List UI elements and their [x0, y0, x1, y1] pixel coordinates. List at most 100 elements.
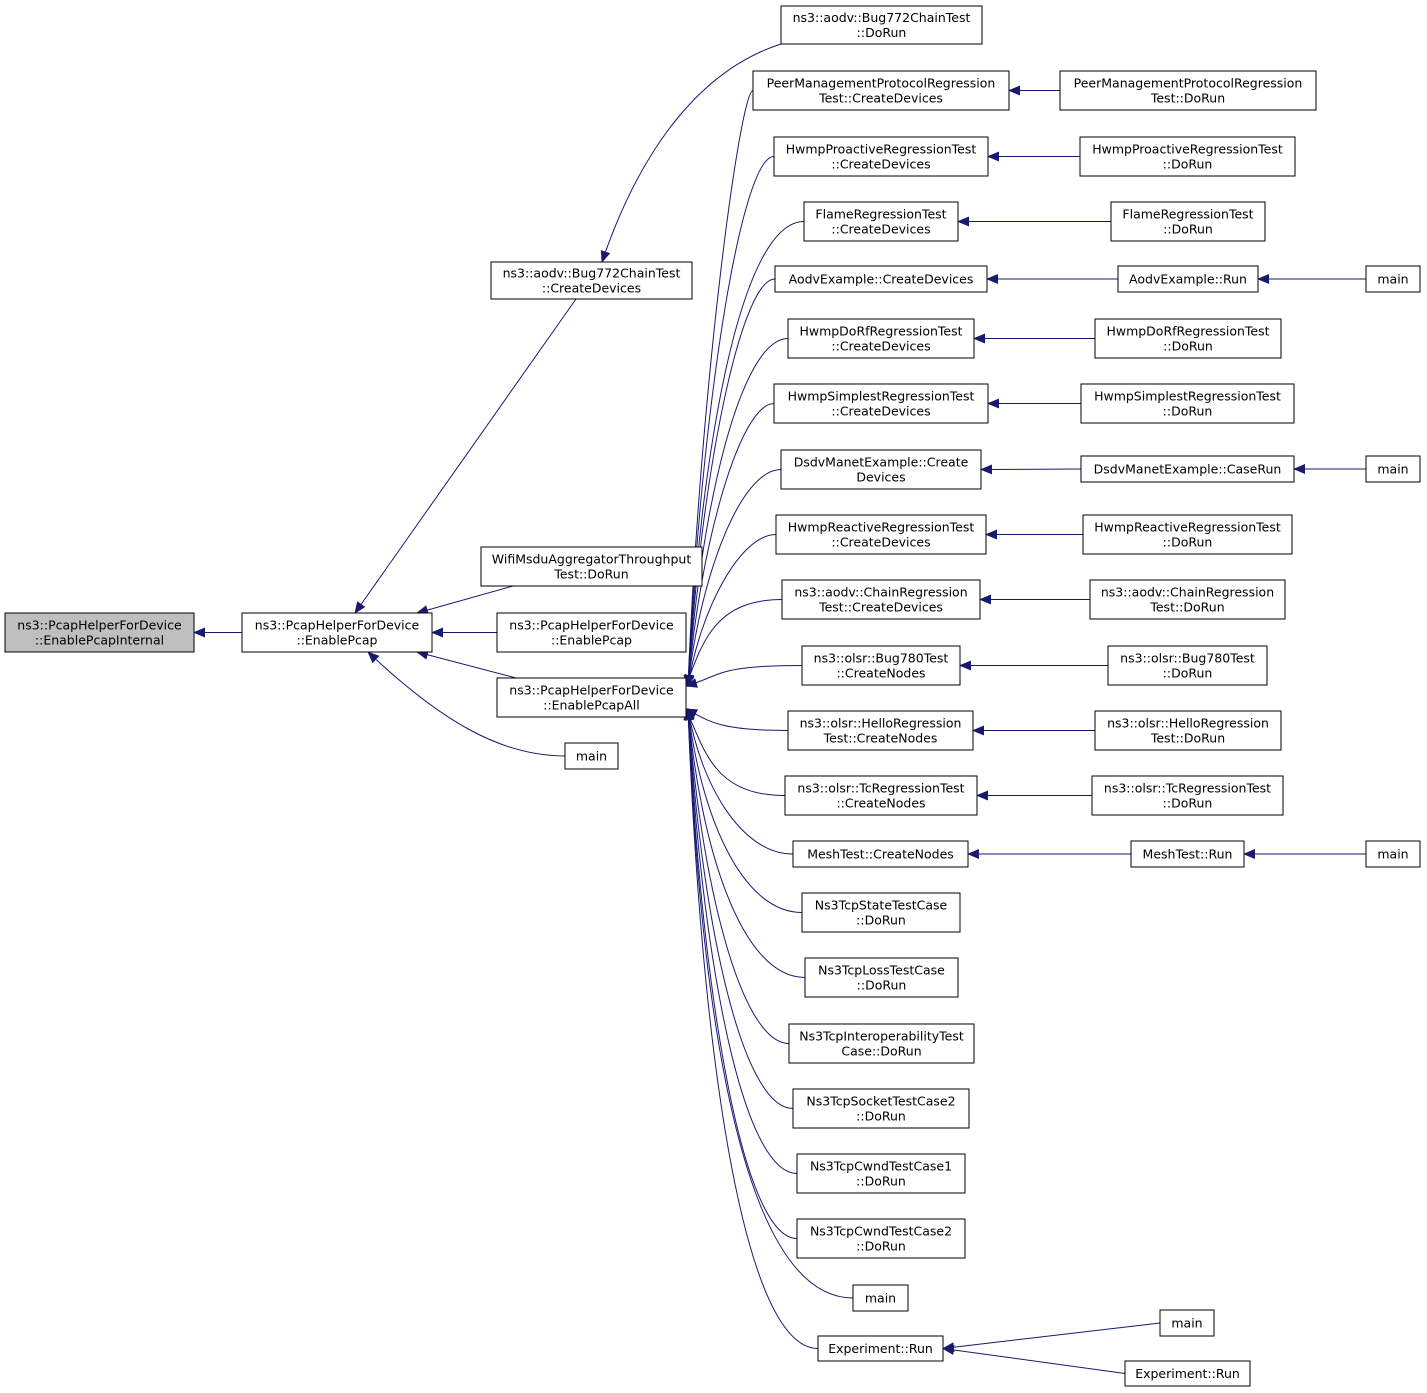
node-meshRun[interactable]: MeshTest::Run	[1130, 840, 1245, 868]
node-dsdvCaseRun[interactable]: DsdvManetExample::CaseRun	[1080, 455, 1295, 483]
node-tcpSocket2[interactable]: Ns3TcpSocketTestCase2::DoRun	[792, 1088, 970, 1129]
node-label: ns3::PcapHelperForDevice	[509, 683, 674, 698]
edge-wifiMsdu-to-enablePcap	[416, 585, 514, 615]
node-box	[1130, 840, 1245, 868]
node-flameDoRun[interactable]: FlameRegressionTest::DoRun	[1110, 201, 1266, 242]
node-hwmpProDoRun[interactable]: HwmpProactiveRegressionTest::DoRun	[1079, 136, 1296, 177]
node-label: ::DoRun	[856, 1109, 906, 1124]
node-tcpLoss[interactable]: Ns3TcpLossTestCase::DoRun	[804, 957, 959, 998]
node-label: ns3::olsr::HelloRegression	[1107, 716, 1269, 731]
node-olsrBug780Create[interactable]: ns3::olsr::Bug780Test::CreateNodes	[801, 645, 961, 686]
node-box	[773, 383, 989, 424]
node-tcpCwnd2[interactable]: Ns3TcpCwndTestCase2::DoRun	[796, 1218, 966, 1259]
node-label: ::DoRun	[857, 25, 907, 40]
node-label: HwmpDoRfRegressionTest	[799, 324, 962, 339]
edge-hwmpDoRfCreate-to-enablePcapAll	[683, 338, 789, 687]
node-box	[774, 265, 988, 293]
node-aodvChainCreate[interactable]: ns3::aodv::ChainRegressionTest::CreateDe…	[781, 579, 981, 620]
node-box	[4, 612, 195, 653]
node-label: DsdvManetExample::Create	[794, 455, 969, 470]
node-hwmpProCreate[interactable]: HwmpProactiveRegressionTest::CreateDevic…	[773, 136, 989, 177]
node-root[interactable]: ns3::PcapHelperForDevice::EnablePcapInte…	[4, 612, 195, 653]
node-hwmpReCreate[interactable]: HwmpReactiveRegressionTest::CreateDevice…	[775, 514, 987, 555]
node-aodvExRun[interactable]: AodvExample::Run	[1117, 265, 1259, 293]
node-box	[1089, 579, 1286, 620]
node-label: ::DoRun	[1163, 796, 1213, 811]
node-box	[1082, 514, 1293, 555]
node-label: Case::DoRun	[841, 1044, 921, 1059]
node-meshCreate[interactable]: MeshTest::CreateNodes	[792, 840, 969, 868]
node-box	[1059, 70, 1317, 111]
node-main2[interactable]: main	[852, 1284, 909, 1312]
node-hwmpSimpCreate[interactable]: HwmpSimplestRegressionTest::CreateDevice…	[773, 383, 989, 424]
nodes-layer: ns3::PcapHelperForDevice::EnablePcapInte…	[4, 5, 1421, 1387]
node-hwmpSimpDoRun[interactable]: HwmpSimplestRegressionTest::DoRun	[1080, 383, 1295, 424]
edge-expRun2-to-expRun	[942, 1345, 1126, 1374]
edge-olsrBug780Create-to-enablePcapAll	[685, 665, 803, 688]
node-main1[interactable]: main	[564, 742, 619, 770]
node-expRun2[interactable]: Experiment::Run	[1124, 1360, 1251, 1387]
node-box	[781, 579, 981, 620]
node-label: Ns3TcpInteroperabilityTest	[799, 1029, 964, 1044]
node-hwmpReDoRun[interactable]: HwmpReactiveRegressionTest::DoRun	[1082, 514, 1293, 555]
node-bug772Create[interactable]: ns3::aodv::Bug772ChainTest::CreateDevice…	[490, 261, 693, 300]
node-label: ::CreateNodes	[836, 796, 925, 811]
node-box	[1080, 455, 1295, 483]
node-box	[1080, 383, 1295, 424]
node-aodvExCreate[interactable]: AodvExample::CreateDevices	[774, 265, 988, 293]
edge-enablePcapAll-to-enablePcap	[416, 649, 517, 679]
node-enablePcap[interactable]: ns3::PcapHelperForDevice::EnablePcap	[241, 612, 433, 653]
node-main6[interactable]: main	[1365, 840, 1421, 868]
node-olsrTcCreate[interactable]: ns3::olsr::TcRegressionTest::CreateNodes	[784, 775, 978, 816]
node-label: ::DoRun	[1163, 222, 1213, 237]
node-box	[1110, 201, 1266, 242]
node-olsrTcDoRun[interactable]: ns3::olsr::TcRegressionTest::DoRun	[1091, 775, 1284, 816]
node-peerDoRun[interactable]: PeerManagementProtocolRegressionTest::Do…	[1059, 70, 1317, 111]
node-enablePcapAll[interactable]: ns3::PcapHelperForDevice::EnablePcapAll	[496, 677, 687, 718]
edges-layer	[193, 43, 1366, 1374]
node-hwmpDoRfCreate[interactable]: HwmpDoRfRegressionTest::CreateDevices	[787, 318, 975, 359]
node-box	[1117, 265, 1259, 293]
node-enablePcap2[interactable]: ns3::PcapHelperForDevice::EnablePcap	[496, 612, 687, 653]
node-box	[480, 546, 703, 587]
edge-meshCreate-to-enablePcapAll	[684, 708, 794, 855]
node-flameCreate[interactable]: FlameRegressionTest::CreateDevices	[803, 201, 959, 242]
node-tcpState[interactable]: Ns3TcpStateTestCase::DoRun	[801, 892, 961, 933]
node-label: Ns3TcpCwndTestCase2	[810, 1224, 952, 1239]
edge-tcpState-to-enablePcapAll	[684, 708, 803, 913]
node-dsdvCreate[interactable]: DsdvManetExample::CreateDevices	[780, 449, 982, 490]
node-bug772DoRun[interactable]: ns3::aodv::Bug772ChainTest::DoRun	[780, 5, 983, 45]
node-label: HwmpProactiveRegressionTest	[786, 142, 977, 157]
node-label: ::DoRun	[1163, 339, 1213, 354]
node-label: ::CreateDevices	[831, 535, 930, 550]
node-label: HwmpSimplestRegressionTest	[1094, 389, 1281, 404]
node-label: HwmpSimplestRegressionTest	[788, 389, 975, 404]
node-label: ::CreateDevices	[831, 222, 930, 237]
node-label: ::CreateDevices	[831, 339, 930, 354]
node-label: main	[865, 1291, 896, 1306]
edge-tcpInterop-to-enablePcapAll	[683, 708, 790, 1044]
node-label: Ns3TcpStateTestCase	[815, 898, 948, 913]
node-main4[interactable]: main	[1365, 265, 1421, 293]
node-olsrHelloCreate[interactable]: ns3::olsr::HelloRegressionTest::CreateNo…	[787, 710, 974, 751]
node-main5[interactable]: main	[1365, 455, 1421, 483]
node-box	[787, 710, 974, 751]
node-label: Test::CreateDevices	[818, 91, 943, 106]
node-olsrBug780DoRun[interactable]: ns3::olsr::Bug780Test::DoRun	[1107, 645, 1268, 686]
node-label: Test::CreateDevices	[818, 600, 943, 615]
node-hwmpDoRfDoRun[interactable]: HwmpDoRfRegressionTest::DoRun	[1094, 318, 1282, 359]
node-box	[752, 70, 1010, 111]
node-box	[780, 5, 983, 45]
node-box	[804, 957, 959, 998]
node-label: Ns3TcpLossTestCase	[818, 963, 945, 978]
node-label: main	[1377, 462, 1408, 477]
node-peerCreate[interactable]: PeerManagementProtocolRegressionTest::Cr…	[752, 70, 1010, 111]
node-main3[interactable]: main	[1159, 1309, 1215, 1337]
node-expRun[interactable]: Experiment::Run	[817, 1335, 944, 1362]
node-tcpCwnd1[interactable]: Ns3TcpCwndTestCase1::DoRun	[796, 1153, 966, 1194]
node-box	[796, 1153, 966, 1194]
